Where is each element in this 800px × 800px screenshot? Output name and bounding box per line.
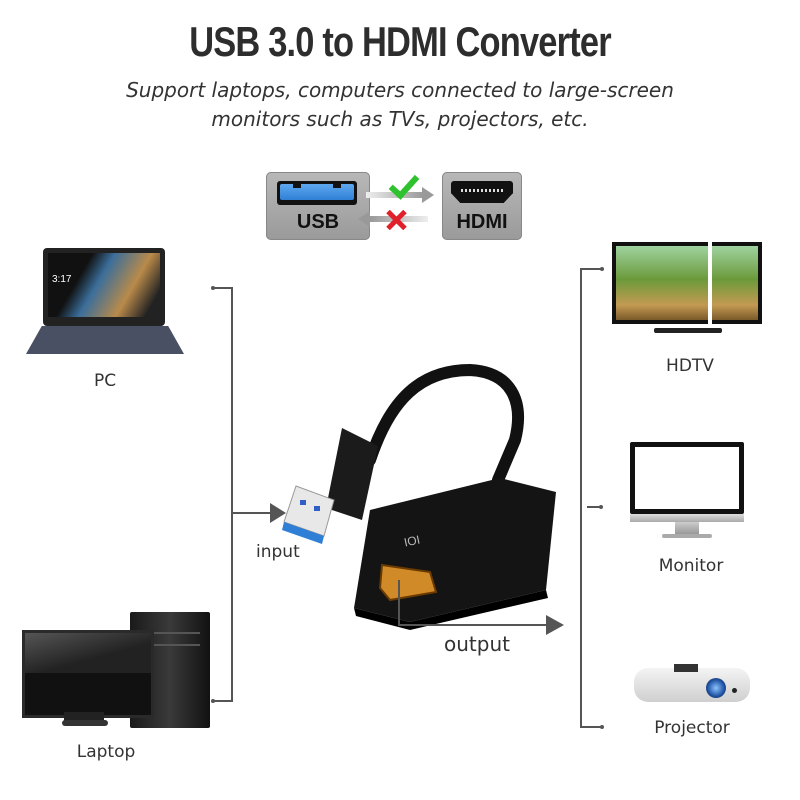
destination-bracket-bottom [580, 726, 602, 728]
subtitle-line-1: Support laptops, computers connected to … [126, 78, 674, 102]
destination-bracket-top-dot [600, 267, 604, 271]
source-bracket-bottom [213, 700, 233, 702]
usb-card: USB [266, 172, 370, 240]
usb-card-label: USB [296, 211, 340, 233]
forward-arrow [366, 187, 436, 203]
destination-bracket-vertical [580, 268, 582, 728]
destination-bracket-top [580, 268, 602, 270]
input-connector-line [233, 512, 273, 514]
destination-bracket-bottom-dot [600, 725, 604, 729]
source-bracket-top [213, 287, 233, 289]
source-bracket-top-dot [211, 286, 215, 290]
destination-label-monitor: Monitor [658, 556, 724, 576]
input-arrow-head [270, 503, 286, 523]
cross-icon [384, 208, 408, 232]
usb-to-hdmi-adapter [270, 360, 570, 630]
tv-icon [612, 242, 764, 338]
hdmi-card-label: HDMI [456, 211, 508, 233]
hdmi-port-icon [451, 181, 513, 203]
desktop-monitor [22, 630, 154, 718]
destination-bracket-middle [587, 506, 601, 508]
source-bracket-bottom-dot [211, 699, 215, 703]
monitor-icon [630, 442, 748, 540]
output-arrow-head [546, 615, 564, 635]
subtitle-line-2: monitors such as TVs, projectors, etc. [211, 107, 589, 131]
destination-label-hdtv: HDTV [666, 356, 714, 376]
source-label-laptop: Laptop [76, 742, 136, 762]
laptop-icon: 3:17 [26, 246, 184, 358]
direction-badge: USB HDMI [266, 168, 526, 242]
usb-port-icon [277, 181, 357, 205]
destination-label-projector: Projector [654, 718, 730, 738]
page-title: USB 3.0 to HDMI Converter [189, 18, 611, 65]
source-label-pc: PC [93, 371, 117, 391]
source-bracket-vertical [231, 287, 233, 702]
input-label: input [256, 542, 300, 562]
adapter-cable-icon [282, 363, 556, 630]
output-label: output [444, 632, 510, 656]
desktop-computer-icon [20, 600, 210, 730]
subtitle: Support laptops, computers connected to … [0, 76, 800, 134]
output-connector-vertical [398, 580, 400, 626]
hdmi-card: HDMI [442, 172, 522, 240]
destination-bracket-middle-dot [599, 505, 603, 509]
output-connector-horizontal [398, 624, 546, 626]
projector-icon [634, 664, 750, 706]
